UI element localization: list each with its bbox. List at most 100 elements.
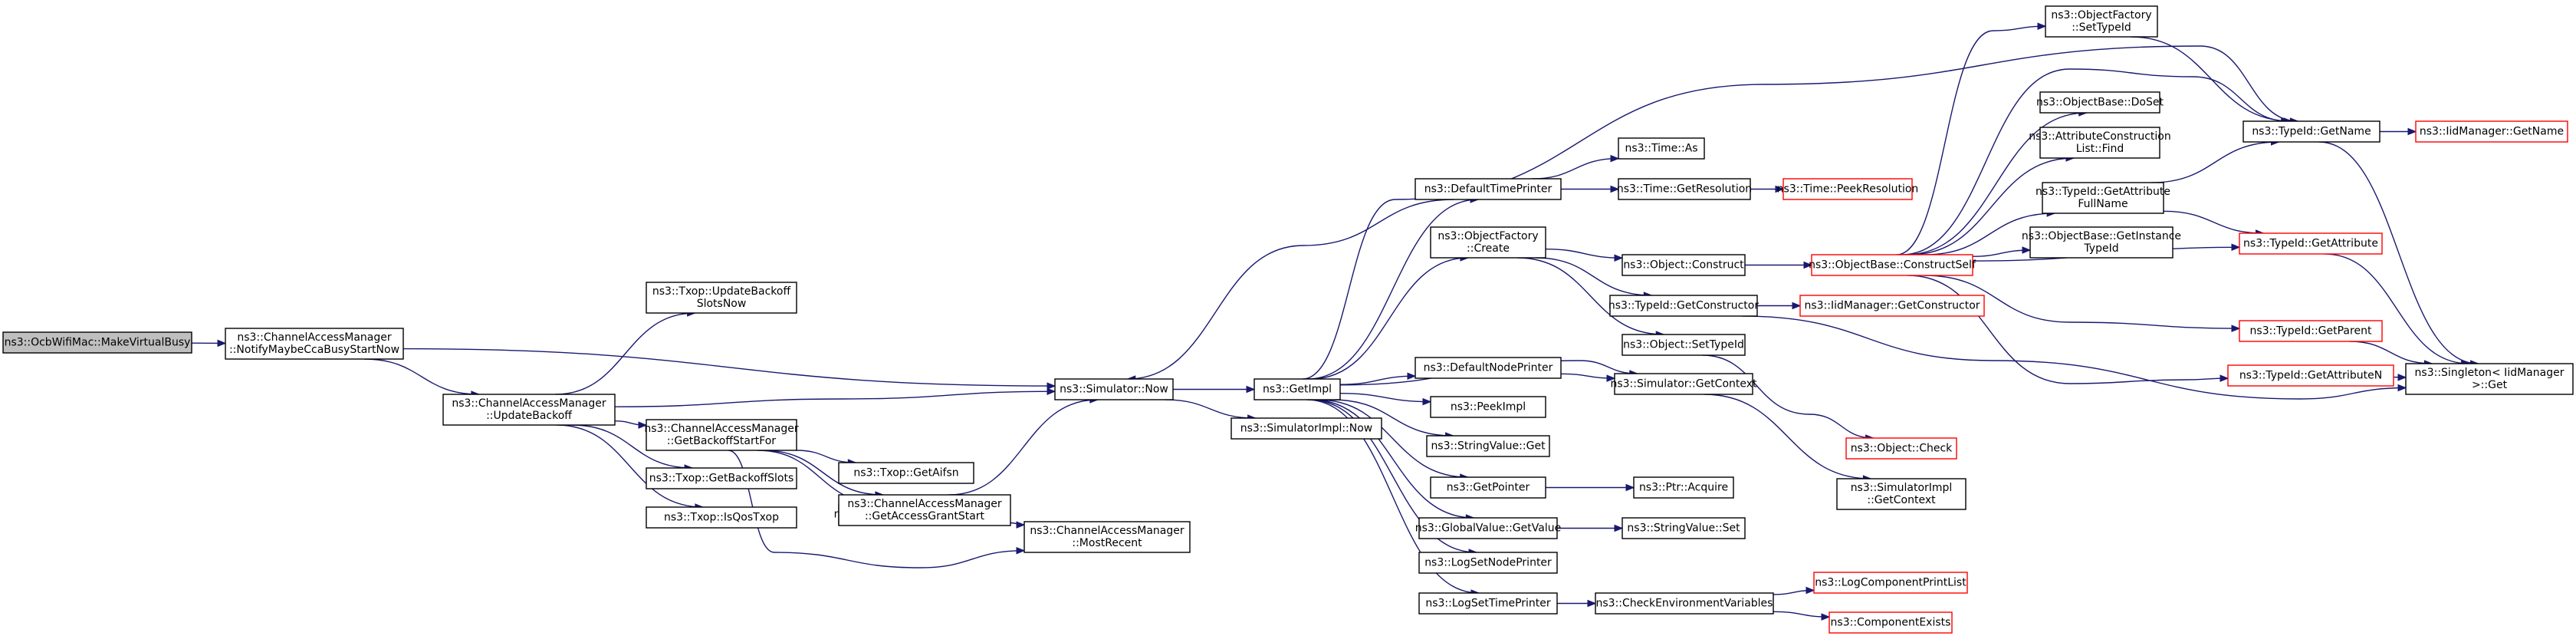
node-label-line: ns3::ObjectFactory: [1438, 230, 1538, 242]
edge-line: [1127, 199, 1454, 380]
node-logsettime[interactable]: ns3::LogSetTimePrinter: [1418, 592, 1558, 615]
node-objfact[interactable]: ns3::ObjectFactory::Create: [1430, 226, 1546, 259]
node-box: [2227, 364, 2394, 387]
edge-arrowhead: [1046, 387, 1056, 395]
node-ptracquire[interactable]: ns3::Ptr::Acquire: [1633, 476, 1734, 499]
edge-arrowhead: [2231, 243, 2241, 252]
node-box: [1430, 396, 1546, 418]
node-getaccess[interactable]: ns3::ChannelAccessManager::GetAccessGran…: [838, 494, 1011, 526]
edge-arrowhead: [1614, 524, 1624, 532]
node-objbasedoset[interactable]: ns3::ObjectBase::DoSet: [2036, 91, 2164, 114]
node-typeidgetctor[interactable]: ns3::TypeId::GetConstructor: [1608, 295, 1759, 317]
node-getbkslots[interactable]: ns3::Txop::GetBackoffSlots: [646, 467, 797, 489]
node-label-line: ns3::TypeId::GetName: [2252, 126, 2371, 138]
edge-line: [1302, 45, 2298, 380]
edge-line: [1907, 275, 2229, 384]
node-objsettypeid[interactable]: ns3::Object::SetTypeId: [1622, 334, 1746, 356]
edge-deftimepr-to-simnow: [1126, 199, 1454, 383]
node-typeidgetattr[interactable]: ns3::TypeId::GetAttribute: [2239, 232, 2383, 255]
node-updbk[interactable]: ns3::ChannelAccessManager::UpdateBackoff: [442, 394, 616, 426]
edge-arrowhead: [217, 339, 227, 348]
node-getpointer[interactable]: ns3::GetPointer: [1430, 476, 1546, 499]
node-label-line: ns3::OcbWifiMac::MakeVirtualBusy: [5, 337, 191, 349]
edge-line: [1545, 249, 1623, 259]
node-box: [2045, 5, 2158, 38]
node-box: [1430, 476, 1546, 499]
node-box: [1618, 137, 1705, 160]
edge-line: [2349, 341, 2433, 364]
node-label-line: ns3::Object::SetTypeId: [1623, 339, 1744, 351]
node-label-line: ns3::TypeId::GetConstructor: [1608, 300, 1759, 312]
node-box: [838, 494, 1011, 526]
node-isqos[interactable]: ns3::Txop::IsQosTxop: [646, 506, 797, 529]
node-getaifsn[interactable]: ns3::Txop::GetAifsn: [838, 462, 974, 484]
node-timegetres[interactable]: ns3::Time::GetResolution: [1617, 178, 1752, 200]
node-logsetnode[interactable]: ns3::LogSetNodePrinter: [1418, 552, 1558, 574]
edge-objbasecs-to-typeidgetattrn: [1907, 275, 2229, 384]
node-notify[interactable]: ns3::ChannelAccessManager::NotifyMaybeCc…: [225, 328, 404, 360]
node-getimpl[interactable]: ns3::GetImpl: [1254, 378, 1341, 400]
node-checkenv[interactable]: ns3::CheckEnvironmentVariables: [1595, 592, 1774, 615]
edge-line: [614, 390, 1056, 407]
node-singleton[interactable]: ns3::Singleton< IidManager >::Get: [2405, 363, 2574, 395]
node-simimplgetctx[interactable]: ns3::SimulatorImpl::GetContext: [1836, 478, 1967, 510]
node-box: [646, 419, 797, 451]
edge-arrowhead: [1016, 546, 1026, 555]
edge-updbk-to-txupd: [555, 309, 696, 395]
node-label-line: ns3::GlobalValue::GetValue: [1415, 522, 1561, 535]
edge-getimpl-to-defnodepr: [1339, 372, 1417, 385]
node-label-line: ns3::Singleton< IidManager: [2415, 367, 2564, 379]
edge-line: [1773, 611, 1830, 618]
node-label-line: ::SetTypeId: [2072, 21, 2131, 34]
node-strvalset[interactable]: ns3::StringValue::Set: [1622, 517, 1746, 539]
edge-globalget-to-strvalset: [1557, 524, 1624, 532]
node-peekimpl[interactable]: ns3::PeekImpl: [1430, 396, 1546, 418]
node-label-line: ns3::IidManager::GetName: [2420, 126, 2564, 138]
edge-arrowhead: [1046, 382, 1056, 390]
node-deftimepr[interactable]: ns3::DefaultTimePrinter: [1414, 178, 1562, 200]
node-label-line: ns3::ObjectFactory: [2051, 9, 2151, 21]
node-label-line: ns3::SimulatorImpl: [1851, 482, 1953, 494]
node-typeidgetparent[interactable]: ns3::TypeId::GetParent: [2239, 320, 2383, 342]
node-globalget[interactable]: ns3::GlobalValue::GetValue: [1415, 517, 1561, 539]
node-box: [1829, 611, 1953, 634]
node-box: [1254, 378, 1341, 400]
edge-arrowhead: [1610, 154, 1620, 163]
node-box: [1836, 478, 1967, 510]
node-simgetctx[interactable]: ns3::Simulator::GetContext: [1610, 373, 1757, 395]
node-typeidgetattrn[interactable]: ns3::TypeId::GetAttributeN: [2227, 364, 2394, 387]
node-label-line: ::GetBackoffStartFor: [667, 435, 776, 447]
edge-line: [1306, 399, 1480, 594]
edge-arrowhead: [2407, 127, 2417, 136]
node-label-line: ns3::AttributeConstruction: [2029, 130, 2170, 143]
node-logcomplist[interactable]: ns3::LogComponentPrintList: [1813, 572, 1968, 594]
node-objconstruct[interactable]: ns3::Object::Construct: [1622, 254, 1746, 276]
node-simimplnow[interactable]: ns3::SimulatorImpl::Now: [1230, 417, 1382, 440]
node-label-line: ns3::Ptr::Acquire: [1639, 482, 1728, 494]
node-label-line: ns3::LogSetNodePrinter: [1424, 557, 1552, 569]
node-objcheck[interactable]: ns3::Object::Check: [1845, 437, 1957, 460]
node-box: [1414, 357, 1562, 379]
node-objfactset[interactable]: ns3::ObjectFactory::SetTypeId: [2045, 5, 2158, 38]
edge-objfact-to-objconstruct: [1545, 249, 1624, 262]
node-mostrecent[interactable]: ns3::ChannelAccessManager::MostRecent: [1024, 521, 1191, 553]
node-getbksf[interactable]: ns3::ChannelAccessManager::GetBackoffSta…: [644, 419, 799, 451]
node-typeidgetname[interactable]: ns3::TypeId::GetName: [2242, 120, 2380, 143]
node-iidgetname[interactable]: ns3::IidManager::GetName: [2415, 120, 2568, 143]
node-iidgetctor[interactable]: ns3::IidManager::GetConstructor: [1799, 295, 1985, 317]
node-label-line: ns3::Txop::GetAifsn: [853, 467, 958, 479]
node-compexists[interactable]: ns3::ComponentExists: [1829, 611, 1953, 634]
node-strvalget[interactable]: ns3::StringValue::Get: [1426, 435, 1550, 457]
node-objbasecs[interactable]: ns3::ObjectBase::ConstructSelf: [1809, 254, 1976, 276]
node-simnow[interactable]: ns3::Simulator::Now: [1054, 378, 1174, 400]
node-label-line: ::NotifyMaybeCcaBusyStartNow: [229, 344, 399, 356]
node-timepeek[interactable]: ns3::Time::PeekResolution: [1777, 178, 1919, 200]
edge-line: [1972, 249, 2031, 257]
node-timeas[interactable]: ns3::Time::As: [1618, 137, 1705, 160]
node-defnodepr[interactable]: ns3::DefaultNodePrinter: [1414, 357, 1562, 379]
node-box: [2, 331, 192, 354]
